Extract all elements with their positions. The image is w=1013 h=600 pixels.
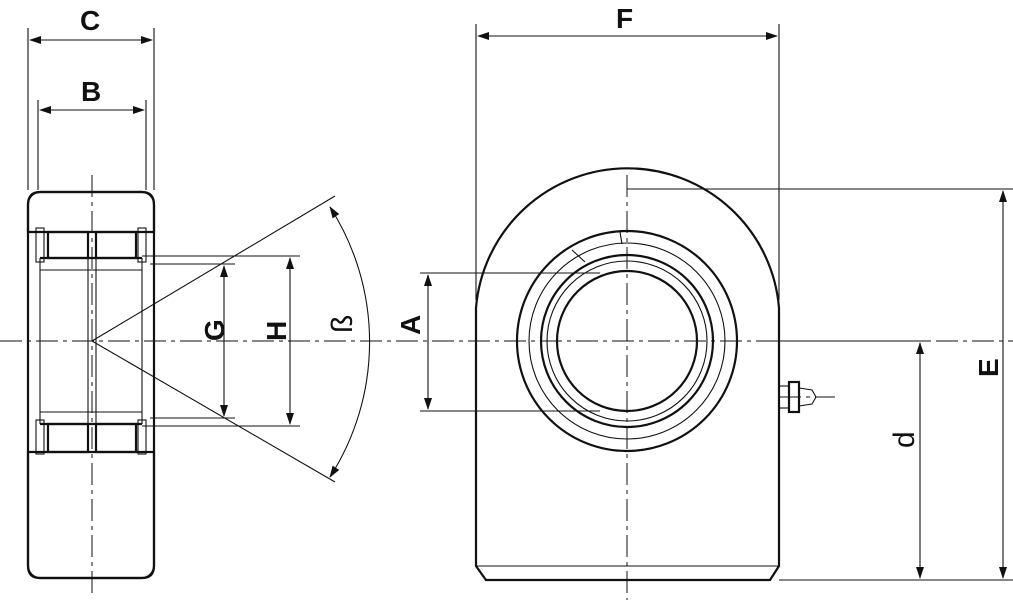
beta-arc [329, 206, 371, 478]
label-G: G [199, 319, 230, 341]
label-B: B [81, 76, 101, 107]
label-d: d [888, 431, 921, 448]
section-outline [26, 190, 156, 580]
label-H: H [261, 321, 292, 341]
inner-race-lower-right [94, 422, 138, 454]
outer-ring-lower [26, 450, 156, 580]
inner-race-lower-left [46, 422, 90, 454]
inner-race-upper-left [46, 230, 90, 260]
front-view [420, 24, 1013, 600]
outer-ring-upper [26, 190, 156, 234]
label-A: A [395, 315, 426, 335]
grease-nipple-icon [778, 380, 835, 414]
label-F: F [616, 3, 633, 34]
label-E: E [973, 358, 1004, 377]
inner-race-upper-right [94, 230, 138, 260]
section-view [0, 28, 1013, 595]
rod-end-body [474, 167, 781, 582]
label-beta: ß [326, 315, 359, 333]
label-C: C [80, 5, 100, 36]
